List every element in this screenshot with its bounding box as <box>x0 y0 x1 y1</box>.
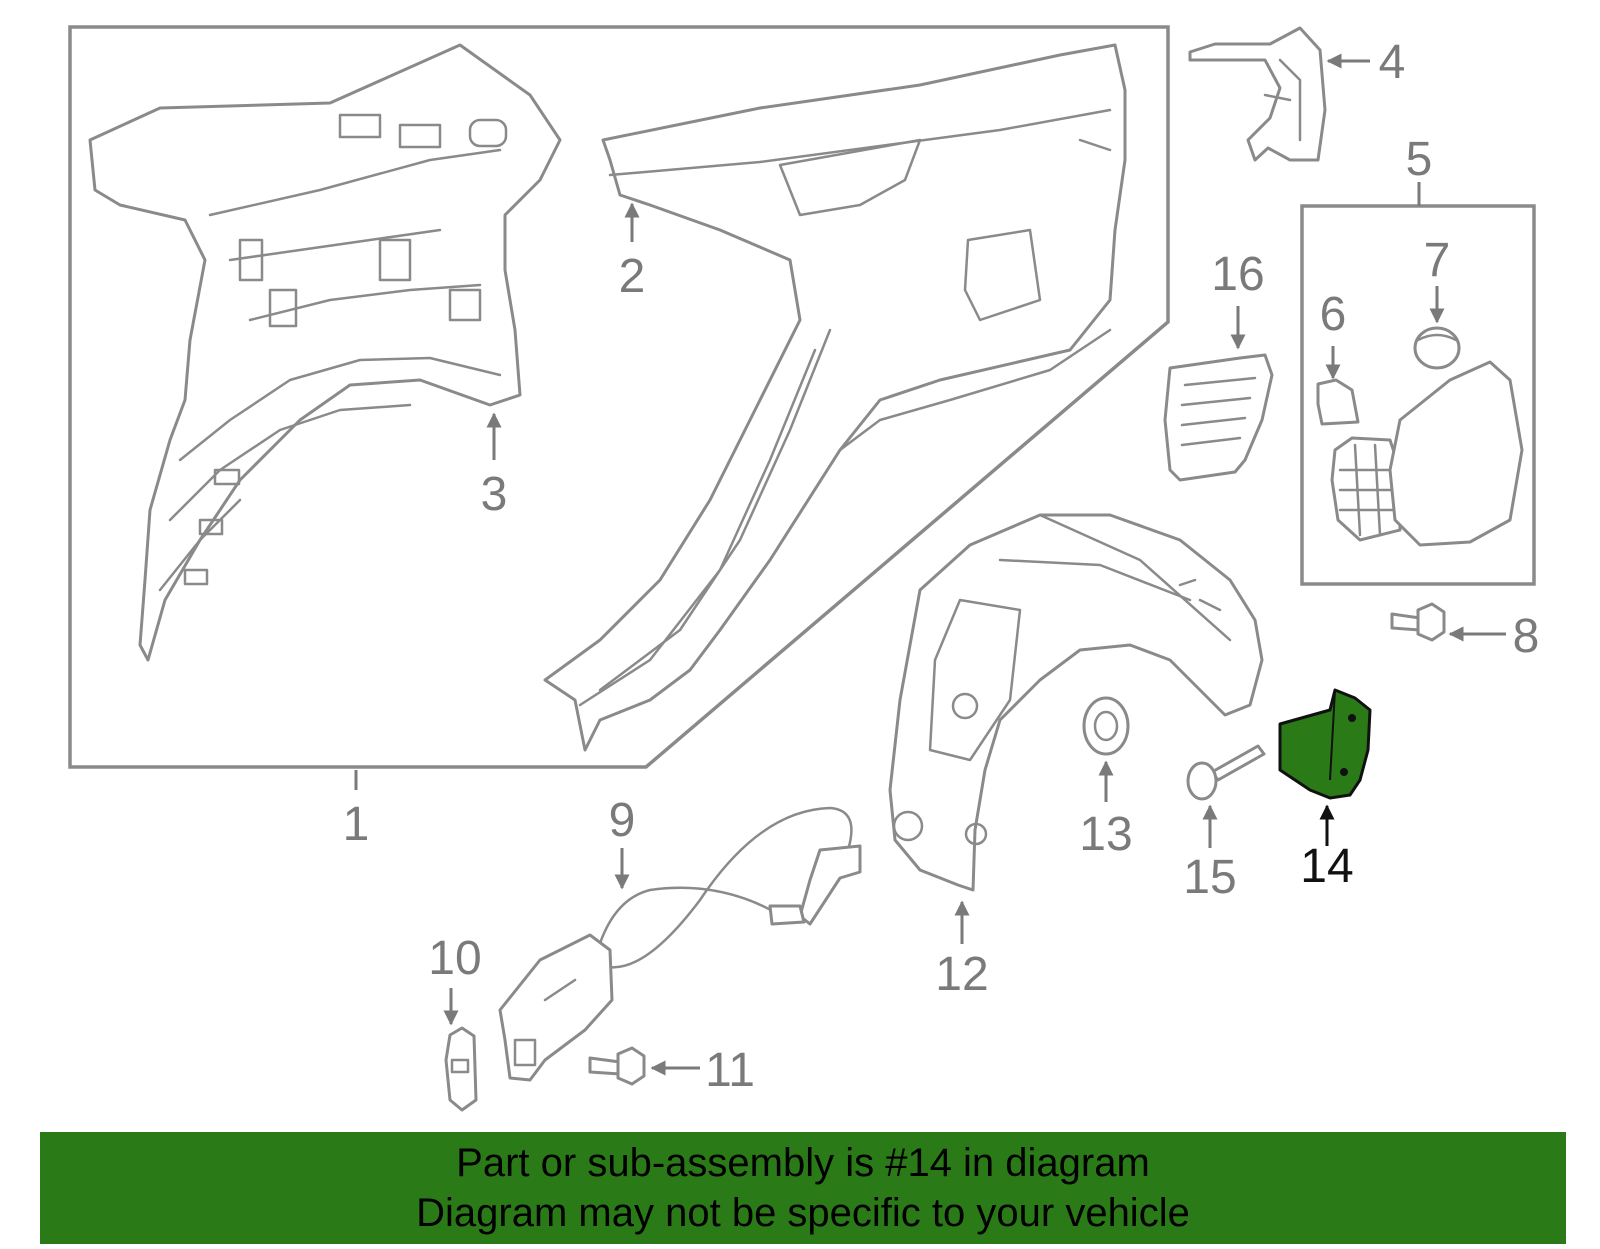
callout-8: 8 <box>1513 610 1540 663</box>
part-16-vent-grille[interactable] <box>1163 353 1274 482</box>
callout-7: 7 <box>1424 234 1451 287</box>
banner-line-2: Diagram may not be specific to your vehi… <box>416 1191 1190 1235</box>
callout-5: 5 <box>1406 133 1433 186</box>
part-7-cap[interactable] <box>1413 326 1461 370</box>
leader-lines <box>354 53 1506 1076</box>
callout-4: 4 <box>1379 36 1406 89</box>
part-14-mud-guard[interactable] <box>1278 688 1372 800</box>
assembly-1-frame <box>68 25 1170 769</box>
part-13-grommet[interactable] <box>1082 696 1130 756</box>
banner-line-1: Part or sub-assembly is #14 in diagram <box>456 1141 1150 1185</box>
part-8-bolt[interactable] <box>1390 602 1446 642</box>
callout-11: 11 <box>705 1044 755 1097</box>
callout-3: 3 <box>481 468 508 521</box>
part-12-wheel-house-liner[interactable] <box>888 513 1264 892</box>
part-10-bracket[interactable] <box>444 1026 478 1112</box>
callout-9: 9 <box>609 794 636 847</box>
part-4-bracket[interactable] <box>1188 26 1327 162</box>
part-3-inner-quarter-panel[interactable] <box>88 43 562 662</box>
callout-12: 12 <box>935 948 988 1001</box>
callout-2: 2 <box>619 250 646 303</box>
callout-15: 15 <box>1183 851 1236 904</box>
part-9-release-cable[interactable] <box>498 806 862 1082</box>
part-15-push-clip[interactable] <box>1186 744 1266 801</box>
part-2-outer-quarter-panel[interactable] <box>543 43 1127 752</box>
callout-14: 14 <box>1300 840 1353 893</box>
part-11-bolt[interactable] <box>588 1046 646 1086</box>
callout-13: 13 <box>1079 808 1132 861</box>
callout-1: 1 <box>343 798 370 851</box>
part-6-pad[interactable] <box>1316 378 1360 426</box>
callout-16: 16 <box>1211 248 1264 301</box>
notice-banner: Part or sub-assembly is #14 in diagram D… <box>40 1132 1566 1244</box>
callout-10: 10 <box>428 932 481 985</box>
callout-6: 6 <box>1320 288 1347 341</box>
fuel-filler-door-assembly[interactable] <box>1330 360 1524 547</box>
